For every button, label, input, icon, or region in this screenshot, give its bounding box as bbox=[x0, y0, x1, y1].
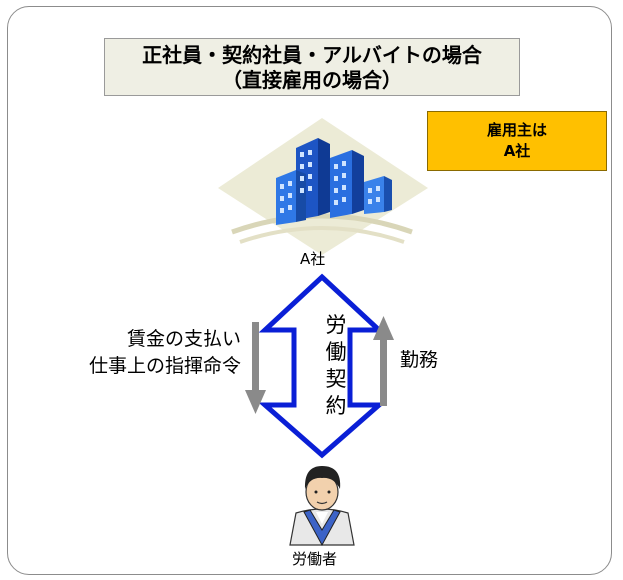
worker-person-icon bbox=[289, 466, 355, 547]
contract-char: 働 bbox=[325, 340, 347, 364]
employer-line-1: 雇用主は bbox=[486, 121, 547, 139]
company-label: A社 bbox=[300, 250, 326, 268]
employer-box: 雇用主は A社 bbox=[427, 111, 607, 171]
office-building-icon bbox=[218, 118, 428, 255]
contract-char: 労 bbox=[325, 313, 347, 337]
labor-contract-double-arrow bbox=[258, 273, 386, 459]
work-label: 勤務 bbox=[400, 349, 439, 371]
worker-label: 労働者 bbox=[292, 550, 338, 568]
title-line-2: （直接雇用の場合） bbox=[222, 68, 402, 92]
work-direction-up-arrow bbox=[373, 316, 394, 406]
wage-direction-down-arrow bbox=[245, 322, 266, 414]
wage-instruction-text: 賃金の支払い 仕事上の指揮命令 bbox=[89, 326, 241, 380]
labor-contract-label: 労 働 契 約 bbox=[322, 312, 350, 420]
work-instruction-text: 仕事上の指揮命令 bbox=[88, 355, 241, 377]
contract-char: 契 bbox=[325, 367, 347, 391]
wage-payment-text: 賃金の支払い bbox=[126, 328, 241, 350]
title-line-1: 正社員・契約社員・アルバイトの場合 bbox=[142, 43, 482, 67]
contract-char: 約 bbox=[325, 394, 347, 418]
title-box: 正社員・契約社員・アルバイトの場合 （直接雇用の場合） bbox=[104, 38, 520, 96]
employer-line-2: A社 bbox=[503, 142, 531, 160]
